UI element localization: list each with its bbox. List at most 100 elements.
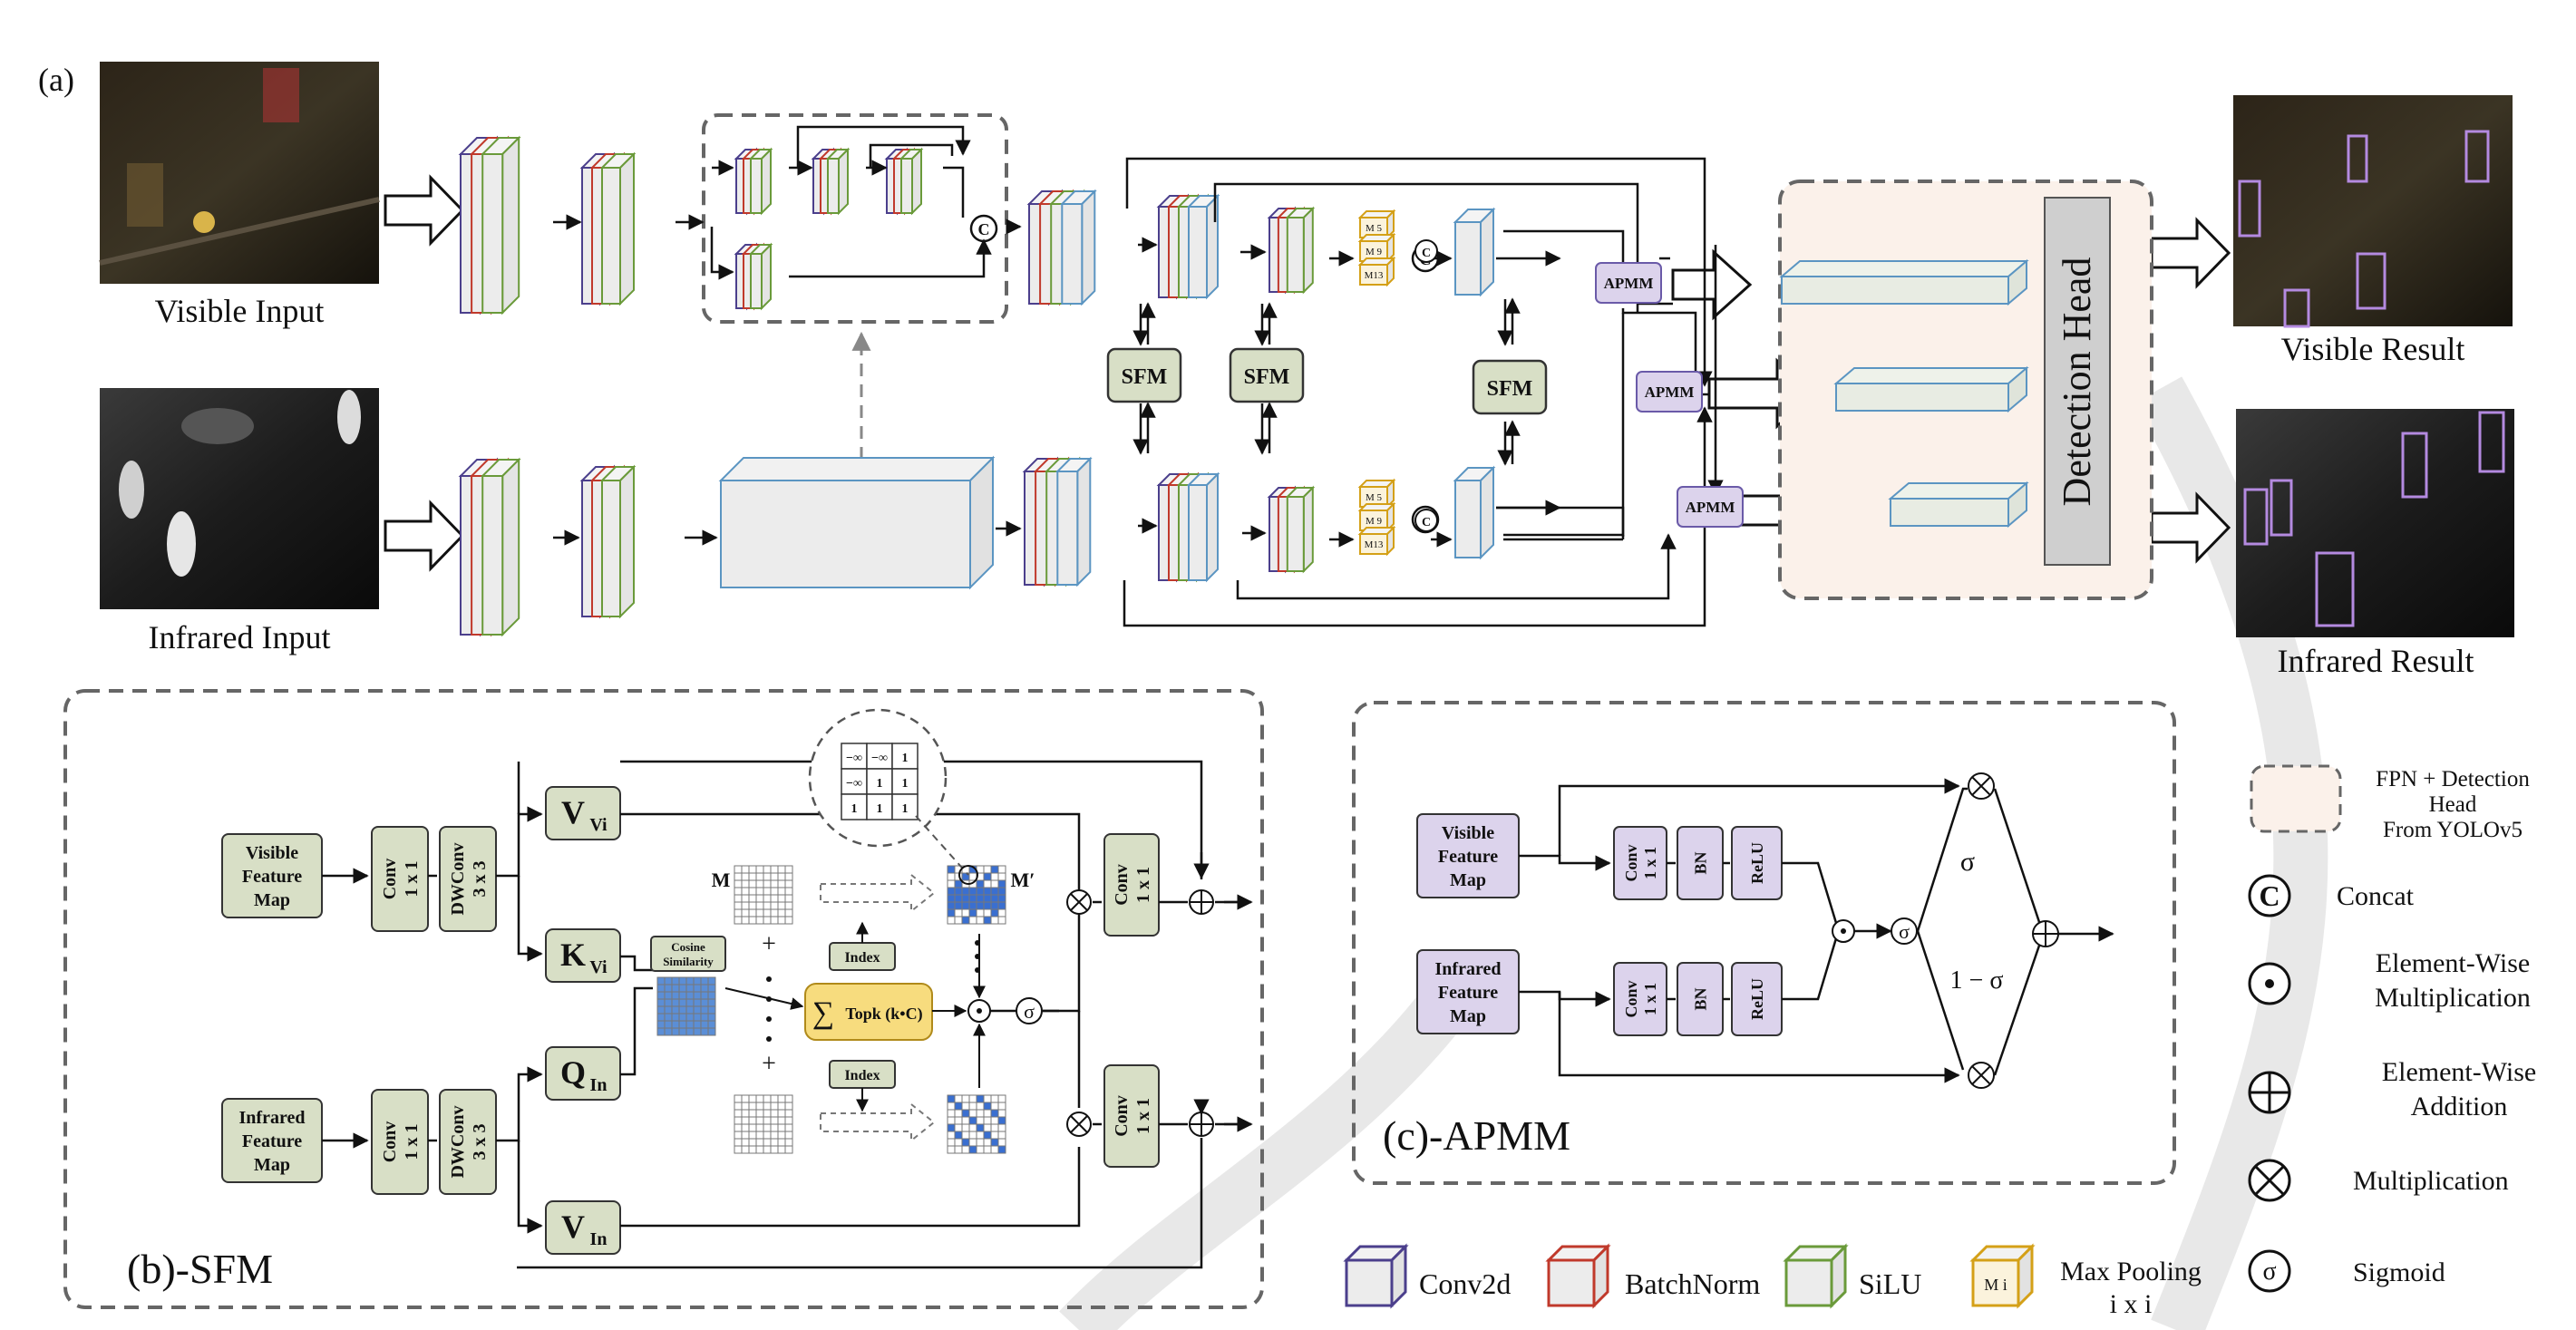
sfm-conv-1x1-top-text: 1 x 1	[402, 861, 422, 898]
head-slabs	[1779, 258, 2029, 529]
mask-matrix-bottom	[734, 1094, 793, 1154]
cbs-stack-visible-1	[458, 135, 521, 316]
cosine-similarity-text: Similarity	[663, 955, 714, 968]
legend-fpn-label: Head	[2429, 792, 2477, 817]
apmm-bn: BN	[1677, 962, 1724, 1036]
sfm-conv-1x1-top-text: Conv	[380, 859, 400, 900]
legend-concat-icon-glyph: C	[2259, 879, 2280, 912]
sfm-v-vi-text: V	[561, 794, 585, 830]
infrared-input-image	[100, 388, 379, 609]
sfm-block-label: SFM	[1122, 365, 1168, 389]
similarity-matrix	[656, 976, 716, 1036]
sfm-v-in-text: V	[561, 1209, 585, 1245]
index-label: Index	[844, 950, 880, 966]
apmm-block-label: APMM	[1645, 383, 1695, 401]
apmm-conv-1x1-text: 1 x 1	[1641, 983, 1659, 1015]
legend-batchnorm-label: BatchNorm	[1625, 1267, 1760, 1300]
dashed-arrow-bottom	[820, 1102, 936, 1143]
apmm-infrared-feature-map-text: Map	[1450, 1006, 1486, 1026]
sfm-v-in-sub: In	[590, 1229, 608, 1249]
sfm-conv-1x1-out-bottom-text: 1 x 1	[1133, 1098, 1153, 1134]
index-box: Index	[829, 942, 896, 971]
apmm-multiply-node	[1968, 1062, 1995, 1089]
ellipsis-dot	[766, 1016, 772, 1022]
neck-infrared-3	[1267, 485, 1316, 574]
apmm-bn-text: BN	[1691, 851, 1709, 874]
panel-c-apmm: (c)-APMM VisibleFeatureMapInfraredFeatur…	[1352, 701, 2176, 1185]
apmm-relu-text: ReLU	[1748, 978, 1766, 1020]
infrared-result-label: Infrared Result	[2278, 643, 2474, 679]
cbs-stack-visible-2	[579, 151, 637, 306]
neck-visible-3	[1267, 206, 1316, 295]
apmm-infrared-feature-map-text: Feature	[1438, 983, 1498, 1003]
infrared-input-label: Infrared Input	[149, 619, 331, 655]
apmm-mult-dot	[1841, 928, 1846, 934]
visible-backbone-stacks	[458, 135, 1496, 316]
csp-cbs-3	[884, 147, 924, 216]
sfm-block-label: SFM	[1487, 377, 1533, 401]
cbs-stack-infrared-1	[458, 457, 521, 637]
legend-multiplication-icon	[2248, 1159, 2291, 1202]
flow-lines	[553, 125, 1724, 627]
apmm-relu: ReLU	[1731, 962, 1783, 1036]
maxpool-label: M 9	[1366, 247, 1383, 257]
index-box: Index	[829, 1060, 896, 1089]
apmm-visible-feature-map-text: Feature	[1438, 847, 1498, 867]
detection-head-label: Detection Head	[2055, 257, 2099, 507]
selected-matrix-top	[947, 865, 1006, 925]
csp-cbs-4	[734, 242, 773, 311]
neck-infrared-1	[1022, 456, 1093, 587]
sfm-block: SFM	[1106, 347, 1182, 403]
sfm-visible-feature-map-text: Feature	[242, 867, 302, 887]
legend-elemwise-add-label: Addition	[2411, 1092, 2508, 1121]
sfm-infrared-feature-map-text: Infrared	[239, 1108, 306, 1128]
maxpool-label: M 5	[1366, 492, 1383, 503]
sfm-block: SFM	[1229, 347, 1305, 403]
apmm-one-minus-sigma-label: 1 − σ	[1950, 966, 2004, 995]
sfm-conv-1x1-out-top-text: Conv	[1112, 864, 1132, 906]
sigmoid-node-label: σ	[1024, 1000, 1035, 1023]
mask-cell-value: −∞	[846, 777, 862, 791]
mask-cell-value: 1	[877, 802, 883, 816]
m-label: M	[712, 869, 731, 891]
legend-batchnorm-icon	[1545, 1243, 1611, 1309]
infrared-result-image	[2236, 409, 2514, 637]
concat-symbol: C	[969, 214, 998, 243]
sfm-infrared-feature-map-text: Map	[254, 1155, 290, 1175]
apmm-relu: ReLU	[1731, 826, 1783, 900]
multiply-node	[1066, 889, 1092, 915]
csp-cbs-1	[734, 147, 773, 216]
apmm-conv-1x1-text: Conv	[1622, 844, 1640, 881]
visible-input-image	[99, 62, 380, 284]
mask-cell-value: −∞	[846, 752, 862, 765]
sfm-conv-1x1-out-bottom-text: Conv	[1112, 1095, 1132, 1137]
topk-label: Topk (k•C)	[845, 1005, 922, 1024]
concat-symbol	[1414, 509, 1438, 532]
apmm-panel-border	[1352, 701, 2176, 1185]
panel-a: (a) Visible Input Infrared Input	[38, 62, 2514, 679]
maxpool-label: M 5	[1366, 223, 1383, 234]
apmm-multiply-node	[1968, 772, 1995, 800]
sigmoid-node	[1016, 997, 1043, 1024]
concat-symbol	[1414, 239, 1438, 263]
apmm-infrared-feature-map-text: Infrared	[1435, 959, 1502, 979]
sfm-conv-1x1-out-top-text: 1 x 1	[1133, 867, 1153, 903]
mask-cell-value: 1	[902, 777, 909, 791]
csp-cbs-2	[811, 147, 851, 216]
sfm-q-in-sub: In	[590, 1075, 608, 1095]
maxpool-label: M13	[1365, 270, 1384, 281]
